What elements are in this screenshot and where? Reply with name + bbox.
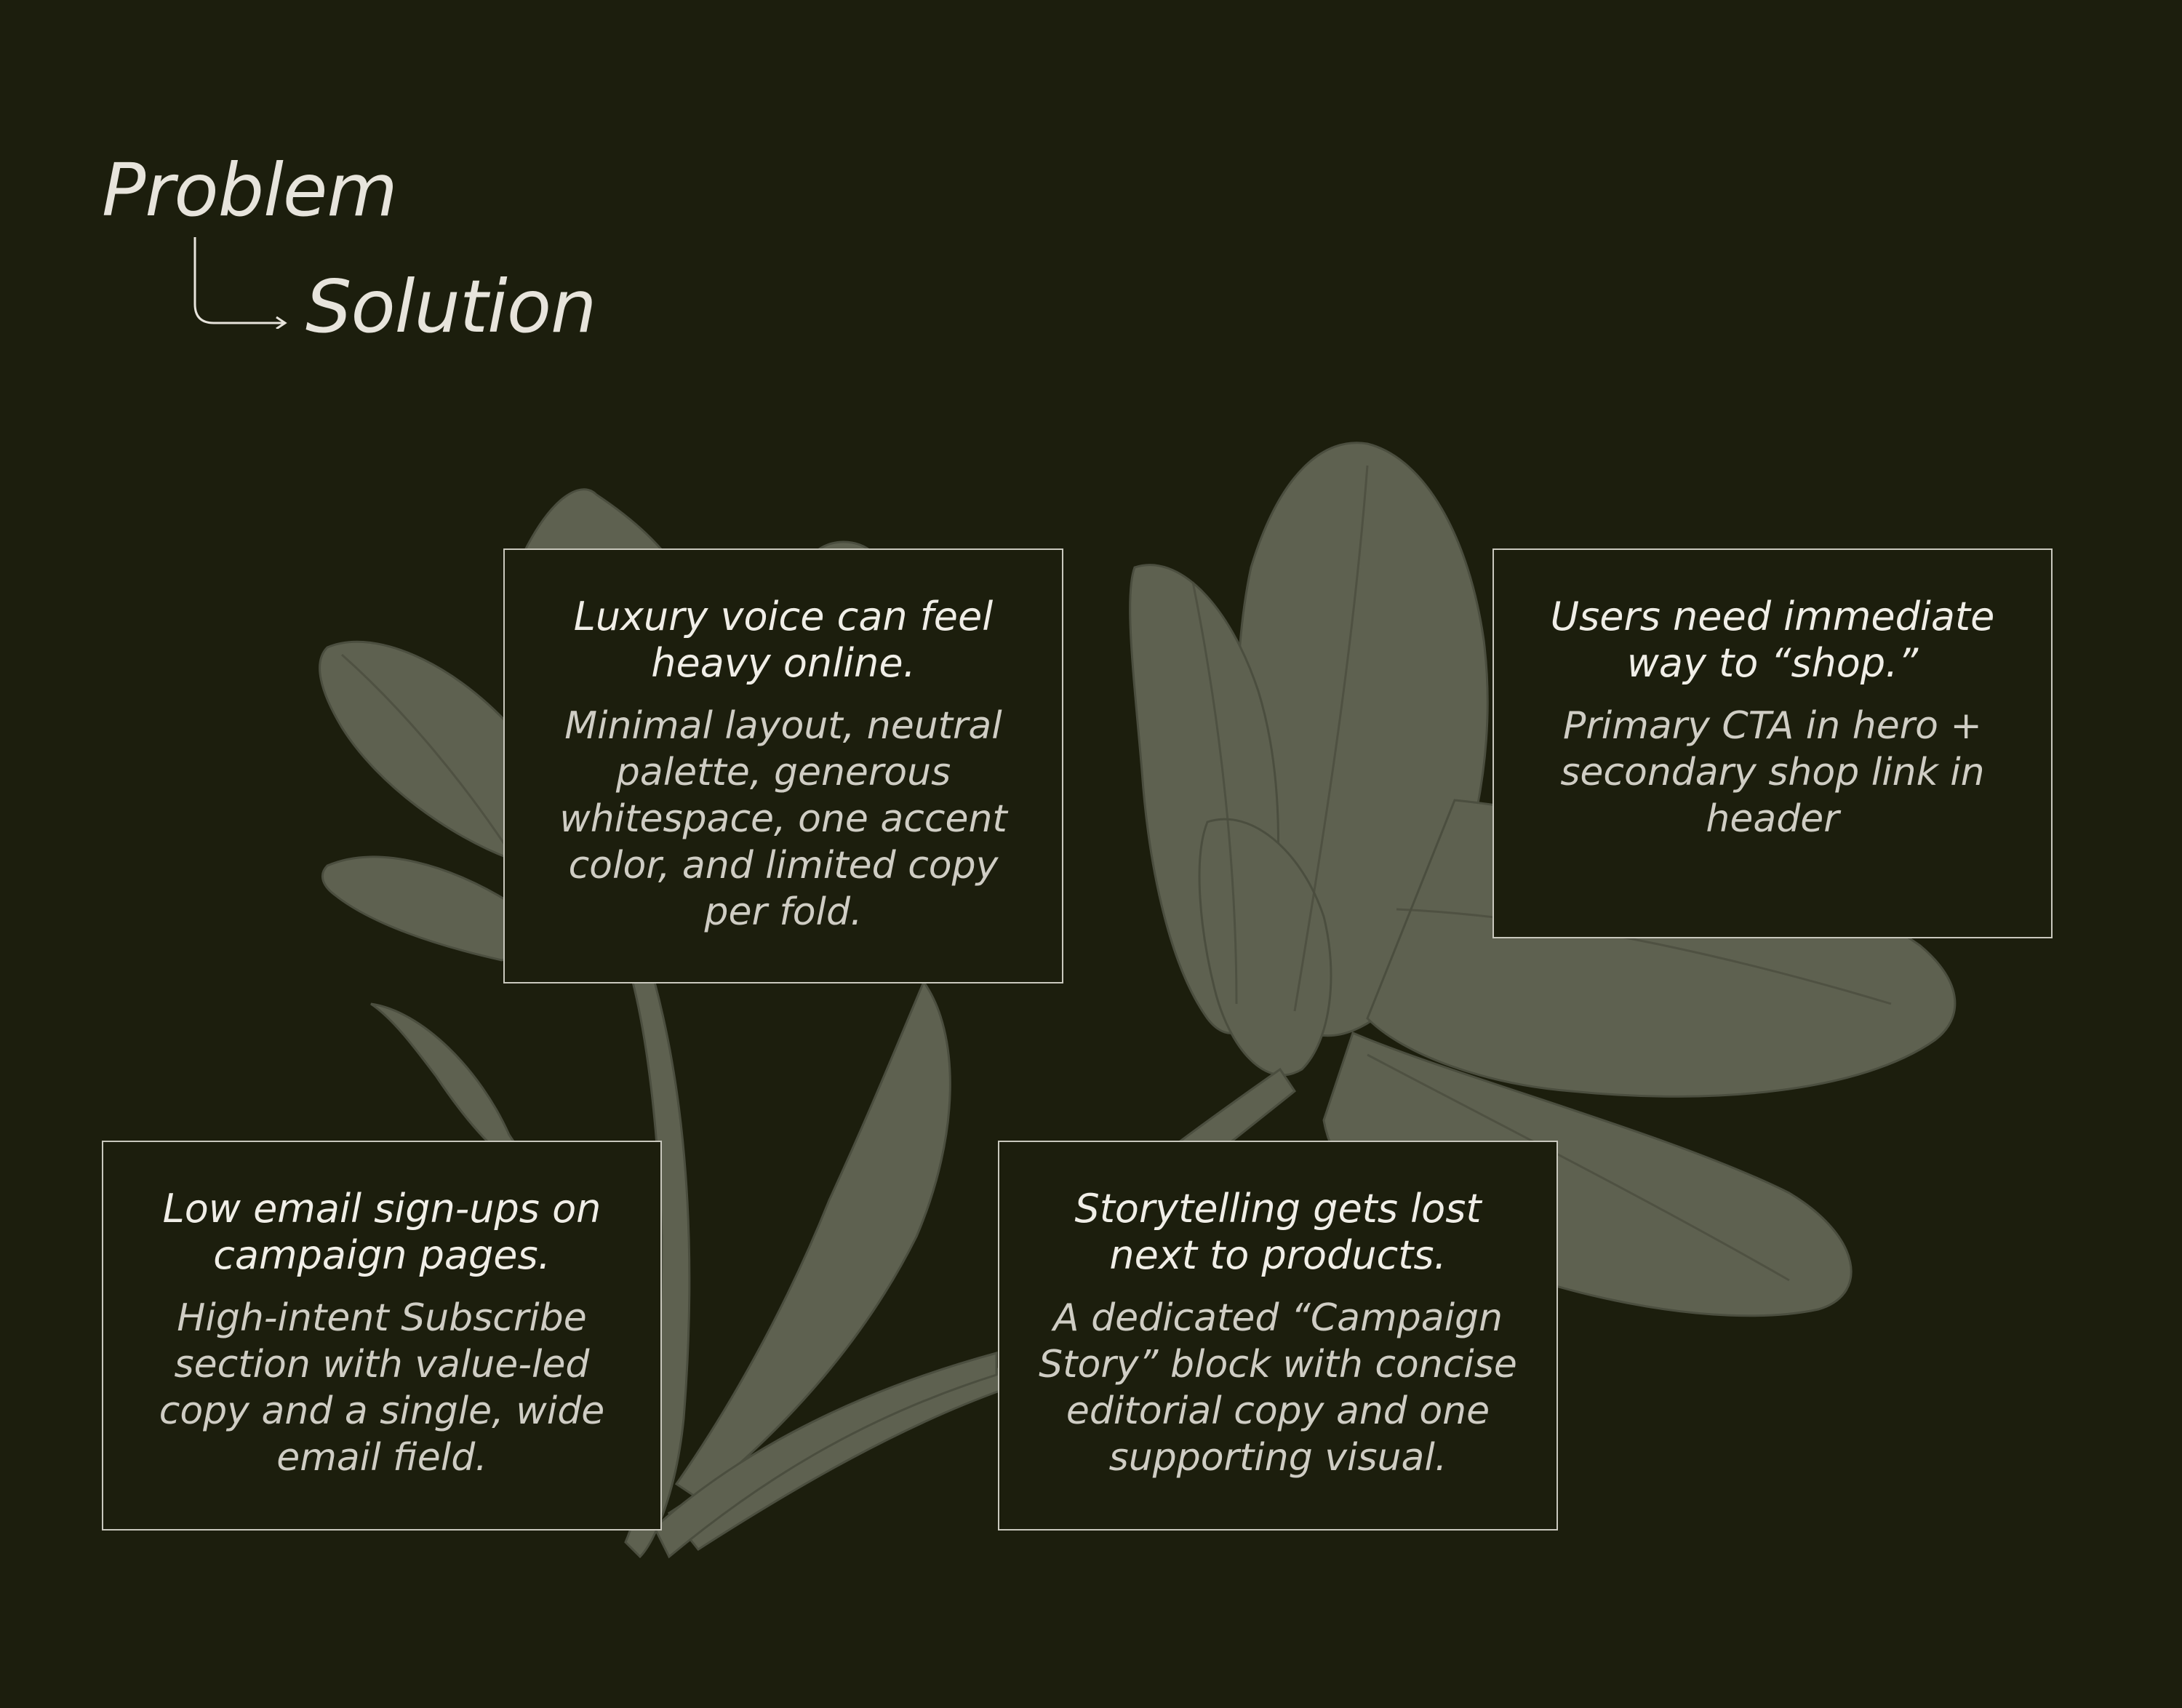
card-body: Primary CTA in hero + secondary shop lin… (1560, 704, 1985, 841)
card-body: A dedicated “Campaign Story” block with … (1039, 1296, 1517, 1480)
card-body: Minimal layout, neutral palette, generou… (559, 704, 1007, 934)
card-luxury-voice: Luxury voice can feel heavy online. Mini… (503, 548, 1063, 983)
arrow-bend-right-icon (193, 237, 287, 329)
card-title: Luxury voice can feel heavy online. (573, 594, 994, 686)
card-shop-access: Users need immediate way to “shop.” Prim… (1492, 548, 2053, 938)
stem-left (624, 981, 691, 1559)
heading-problem: Problem (102, 148, 398, 233)
leaf-left-middle (321, 855, 527, 962)
card-body: High-intent Subscribe section with value… (159, 1296, 605, 1480)
card-title: Storytelling gets lost next to products. (1074, 1186, 1482, 1278)
leaf-lower-long-2 (653, 1352, 998, 1559)
card-title: Users need immediate way to “shop.” (1550, 594, 1995, 686)
card-storytelling: Storytelling gets lost next to products.… (998, 1141, 1558, 1531)
heading-solution: Solution (305, 264, 596, 349)
card-email-signups: Low email sign-ups on campaign pages. Hi… (102, 1141, 662, 1531)
card-title: Low email sign-ups on campaign pages. (162, 1186, 602, 1278)
